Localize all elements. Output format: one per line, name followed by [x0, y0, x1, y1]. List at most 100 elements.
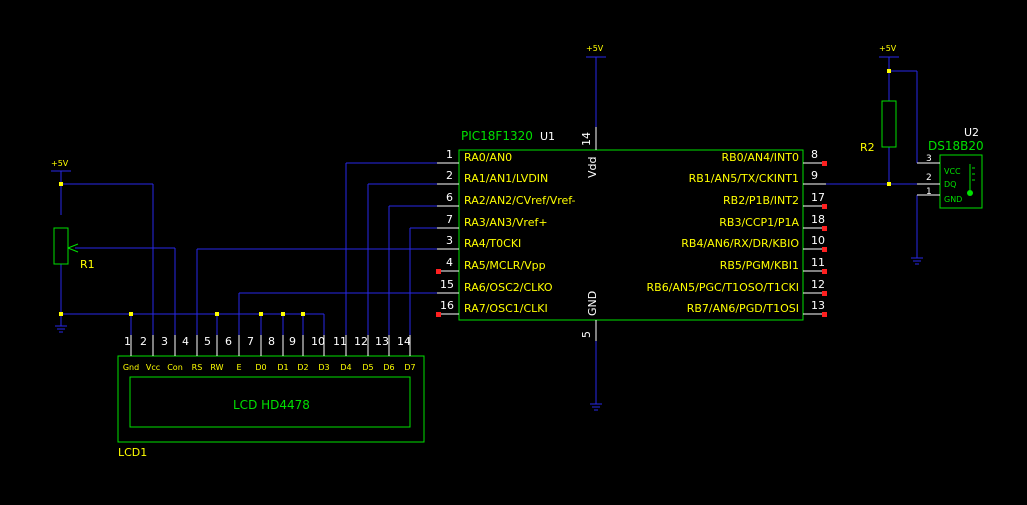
mcu-pin-number: 2	[446, 169, 453, 182]
mcu-pin-number: 9	[811, 169, 818, 182]
mcu-pin-number: 18	[811, 213, 825, 226]
sensor-pin-number: 3	[926, 154, 932, 164]
sensor-pin-name: VCC	[944, 167, 961, 176]
lcd-module[interactable]: LCD HD4478 LCD1 1 2 3 4 5 6 7 8 9	[117, 335, 425, 459]
lcd-pin-name: Gnd	[123, 363, 139, 372]
mcu-pin-number: 1	[446, 148, 453, 161]
ground-symbol-sensor	[911, 195, 923, 265]
sensor-ref-label: U2	[964, 126, 979, 139]
lcd-pin-name: D7	[404, 363, 415, 372]
mcu-right-pins: 8 9 17 18 10 11 12 13 RB0/AN4/INT0 RB1/A…	[647, 148, 827, 317]
mcu-vdd-label: Vdd	[586, 157, 599, 179]
lcd-pin-name: D5	[362, 363, 373, 372]
mcu-pin-number: 10	[811, 234, 825, 247]
mcu-pin-name: RA3/AN3/Vref+	[464, 216, 548, 229]
mcu-pin-number: 8	[811, 148, 818, 161]
sensor-u2[interactable]: U2 DS18B20 3 2 1 VCC DQ GND	[917, 126, 984, 209]
mcu-pin-name: RB5/PGM/KBI1	[720, 259, 799, 272]
mcu-pin-name: RB4/AN6/RX/DR/KBIO	[681, 237, 799, 250]
sensor-pin-number: 2	[926, 173, 932, 183]
lcd-pin-name: D2	[297, 363, 308, 372]
mcu-u1[interactable]: PIC18F1320 U1 14 Vdd 5 GND 1 2 6 7 3 4 1…	[436, 127, 827, 341]
wire-net	[60, 57, 918, 335]
mcu-pin-name: RB3/CCP1/P1A	[719, 216, 799, 229]
mcu-pin-name: RA4/T0CKI	[464, 237, 521, 250]
no-connect-marker	[822, 269, 827, 274]
mcu-pin-name: RB6/AN5/PGC/T1OSO/T1CKI	[647, 281, 799, 294]
power-symbol-r2: +5V	[879, 44, 899, 58]
lcd-pin-name: Vcc	[146, 363, 160, 372]
sensor-part-label: DS18B20	[928, 139, 984, 153]
mcu-pin-number: 12	[811, 278, 825, 291]
ground-symbol-mcu	[590, 341, 602, 411]
resistor-label: R1	[80, 258, 95, 271]
sensor-pin-name: DQ	[944, 180, 956, 189]
ground-symbol-lcd	[55, 315, 67, 333]
lcd-pin-name: Con	[167, 363, 183, 372]
lcd-pin-number: 10	[311, 335, 325, 348]
mcu-pin-name: RA0/AN0	[464, 151, 512, 164]
mcu-pin-name: RB1/AN5/TX/CKINT1	[689, 172, 799, 185]
mcu-pin-number: 17	[811, 191, 825, 204]
lcd-pin-number: 8	[268, 335, 275, 348]
sensor-pin-number: 1	[926, 187, 932, 197]
resistor-r1[interactable]: R1	[53, 227, 95, 271]
mcu-pin-number: 11	[811, 256, 825, 269]
mcu-pin-number: 3	[446, 234, 453, 247]
no-connect-marker	[822, 226, 827, 231]
lcd-pin-number: 14	[397, 335, 411, 348]
no-connect-marker	[822, 161, 827, 166]
lcd-pin-name: D6	[383, 363, 394, 372]
power-symbol-mcu: +5V	[586, 44, 606, 127]
mcu-pin-number: 7	[446, 213, 453, 226]
sensor-pin-name: GND	[944, 195, 962, 204]
lcd-pin-name: E	[236, 363, 241, 372]
no-connect-marker	[822, 204, 827, 209]
lcd-pin-number: 4	[182, 335, 189, 348]
mcu-pin-name: RA6/OSC2/CLKO	[464, 281, 553, 294]
lcd-pin-number: 12	[354, 335, 368, 348]
mcu-pin-name: RB7/AN6/PGD/T1OSI	[687, 302, 799, 315]
lcd-part-label: LCD HD4478	[233, 398, 310, 412]
mcu-vdd-pin-number: 14	[580, 132, 593, 146]
no-connect-marker	[822, 312, 827, 317]
no-connect-marker	[436, 269, 441, 274]
lcd-ref-label: LCD1	[118, 446, 147, 459]
lcd-pin-name: D1	[277, 363, 288, 372]
lcd-pin-name: D4	[340, 363, 351, 372]
lcd-pin-number: 9	[289, 335, 296, 348]
mcu-part-label: PIC18F1320	[461, 129, 533, 143]
thermometer-icon	[967, 164, 975, 196]
mcu-pin-number: 6	[446, 191, 453, 204]
mcu-pin-number: 15	[440, 278, 454, 291]
power-label: +5V	[586, 44, 604, 53]
mcu-pin-number: 4	[446, 256, 453, 269]
mcu-gnd-pin-number: 5	[580, 331, 593, 338]
junction-dots	[59, 69, 891, 316]
lcd-pin-number: 1	[124, 335, 131, 348]
lcd-pin-name: RS	[192, 363, 203, 372]
lcd-pin-name: RW	[210, 363, 223, 372]
mcu-pin-number: 16	[440, 299, 454, 312]
lcd-pin-number: 13	[375, 335, 389, 348]
mcu-pin-name: RA5/MCLR/Vpp	[464, 259, 546, 272]
lcd-pin-number: 3	[161, 335, 168, 348]
power-label: +5V	[879, 44, 897, 53]
mcu-pin-name: RB0/AN4/INT0	[721, 151, 799, 164]
mcu-pin-number: 13	[811, 299, 825, 312]
lcd-pin-name: D3	[318, 363, 329, 372]
lcd-pin-number: 5	[204, 335, 211, 348]
mcu-left-pins: 1 2 6 7 3 4 15 16 RA0/AN0 RA1/AN1/LVDIN …	[436, 148, 576, 317]
mcu-ref-label: U1	[540, 130, 555, 143]
no-connect-marker	[822, 247, 827, 252]
mcu-pin-name: RA1/AN1/LVDIN	[464, 172, 548, 185]
lcd-pin-number: 7	[247, 335, 254, 348]
power-symbol-r1: +5V	[51, 159, 71, 172]
mcu-pin-name: RA2/AN2/CVref/Vref-	[464, 194, 576, 207]
resistor-r2[interactable]: R2	[860, 100, 897, 154]
resistor-label: R2	[860, 141, 875, 154]
no-connect-marker	[822, 291, 827, 296]
lcd-pin-number: 2	[140, 335, 147, 348]
mcu-pin-name: RA7/OSC1/CLKI	[464, 302, 548, 315]
